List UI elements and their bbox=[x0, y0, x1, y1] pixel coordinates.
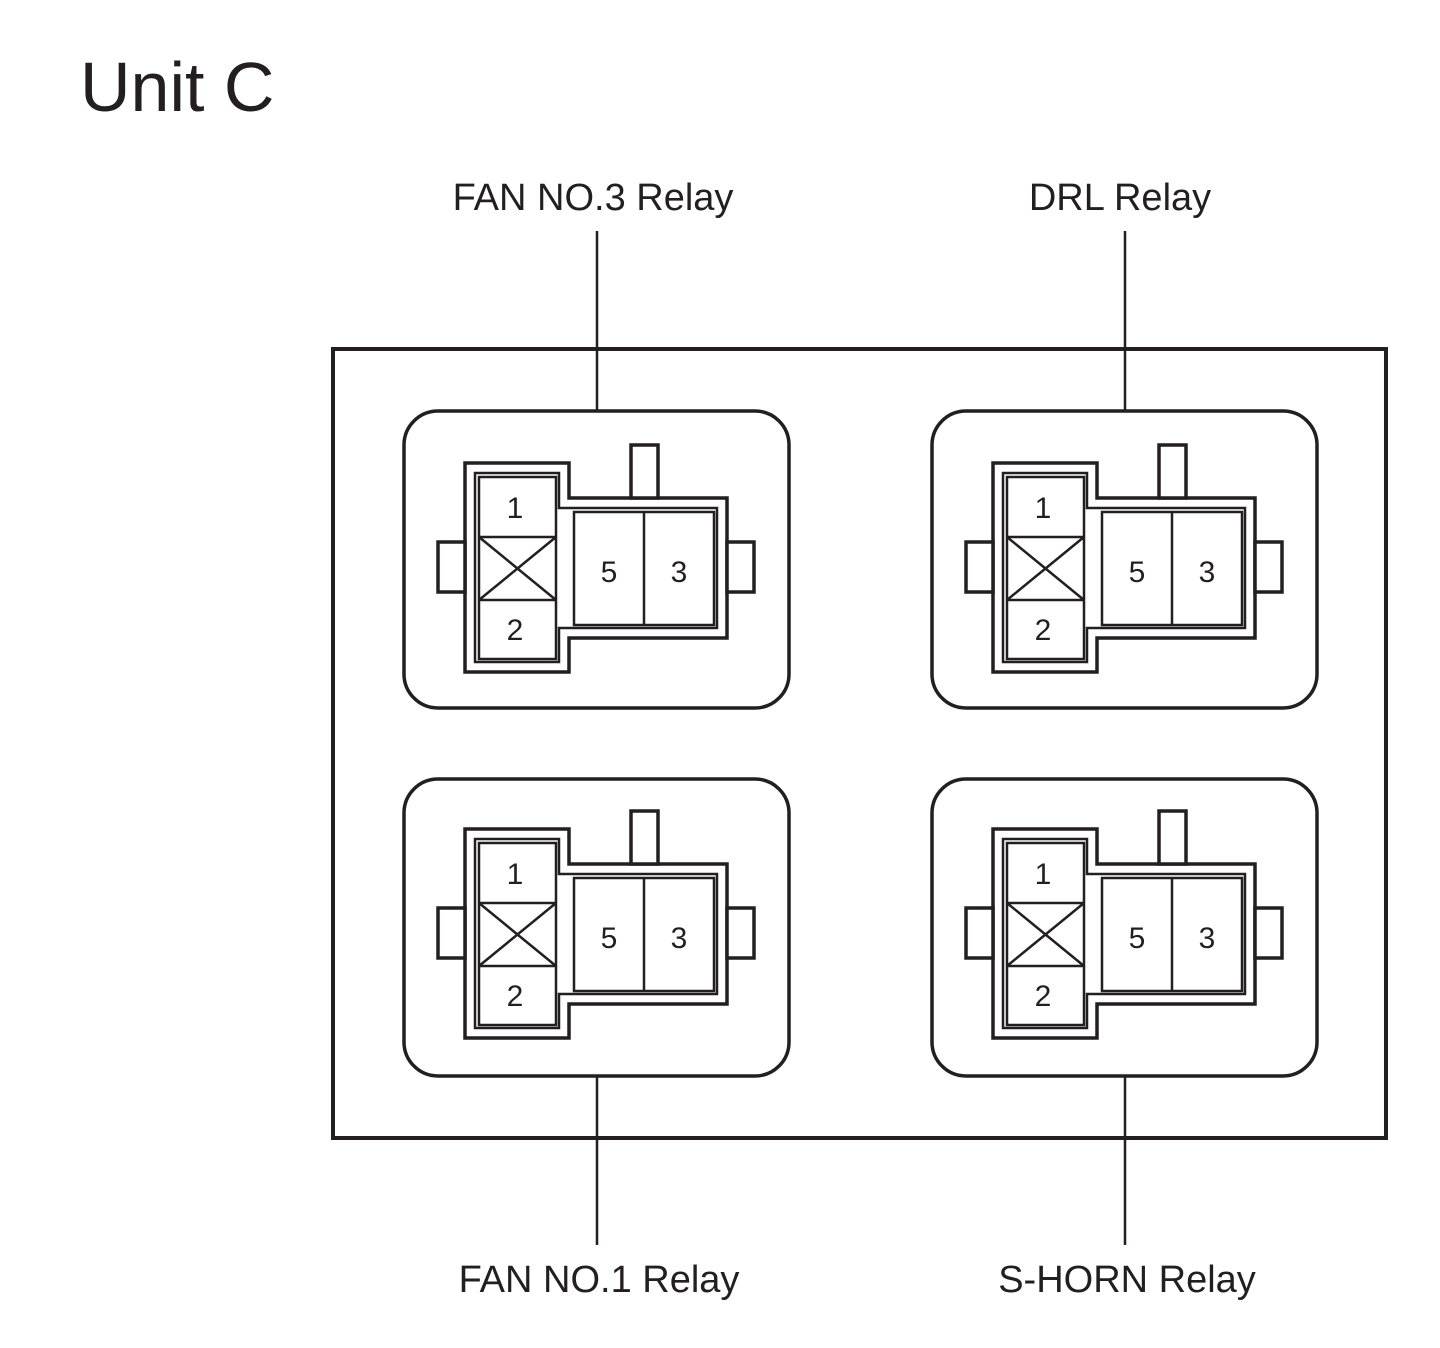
connector-outline bbox=[991, 827, 1257, 1040]
left-side-tab bbox=[964, 540, 995, 594]
left-side-tab bbox=[964, 906, 995, 960]
connector-outline bbox=[463, 827, 729, 1040]
right-side-tab bbox=[725, 540, 756, 594]
relay-label-s-horn: S-HORN Relay bbox=[998, 1259, 1256, 1301]
terminal-column-left bbox=[1005, 841, 1086, 1027]
relay-socket-drl: 1 2 5 3 bbox=[930, 409, 1319, 710]
top-lock-tab bbox=[629, 443, 660, 500]
terminal-3-label: 3 bbox=[1199, 556, 1216, 589]
relay-socket-s-horn: 1 2 5 3 bbox=[930, 777, 1319, 1078]
right-side-tab bbox=[1253, 906, 1284, 960]
socket-housing bbox=[402, 777, 791, 1078]
empty-cavity-cross bbox=[1006, 536, 1085, 601]
relay-block-outline bbox=[331, 347, 1388, 1140]
terminal-1-label: 1 bbox=[1035, 492, 1052, 525]
terminal-5-label: 5 bbox=[1129, 556, 1146, 589]
terminal-2-label: 2 bbox=[507, 614, 524, 647]
right-side-tab bbox=[725, 906, 756, 960]
top-lock-tab bbox=[629, 809, 660, 866]
terminal-5-label: 5 bbox=[601, 922, 618, 955]
connector-inner-outline bbox=[473, 837, 719, 1030]
terminal-2-label: 2 bbox=[1035, 980, 1052, 1013]
top-lock-tab bbox=[1157, 443, 1188, 500]
top-lock-tab bbox=[1157, 809, 1188, 866]
terminal-2-label: 2 bbox=[1035, 614, 1052, 647]
terminal-1-label: 1 bbox=[507, 492, 524, 525]
empty-cavity-cross bbox=[478, 536, 557, 601]
terminal-5-label: 5 bbox=[1129, 922, 1146, 955]
terminal-3-label: 3 bbox=[1199, 922, 1216, 955]
left-side-tab bbox=[436, 906, 467, 960]
socket-housing bbox=[930, 409, 1319, 710]
connector-outline bbox=[463, 461, 729, 674]
relay-label-drl: DRL Relay bbox=[1029, 177, 1211, 219]
connector-outline bbox=[991, 461, 1257, 674]
relay-socket-fan-no3: 1 2 5 3 bbox=[402, 409, 791, 710]
terminal-2-label: 2 bbox=[507, 980, 524, 1013]
connector-inner-outline bbox=[1001, 471, 1247, 664]
socket-housing bbox=[930, 777, 1319, 1078]
terminal-5-label: 5 bbox=[601, 556, 618, 589]
relay-socket-fan-no1: 1 2 5 3 bbox=[402, 777, 791, 1078]
relay-label-fan-no3: FAN NO.3 Relay bbox=[453, 177, 734, 219]
terminal-1-label: 1 bbox=[1035, 858, 1052, 891]
right-side-tab bbox=[1253, 540, 1284, 594]
connector-inner-outline bbox=[473, 471, 719, 664]
terminal-column-left bbox=[1005, 475, 1086, 661]
empty-cavity-cross bbox=[1006, 902, 1085, 967]
terminal-3-label: 3 bbox=[671, 556, 688, 589]
connector-inner-outline bbox=[1001, 837, 1247, 1030]
terminal-1-label: 1 bbox=[507, 858, 524, 891]
terminal-column-left bbox=[477, 841, 558, 1027]
terminal-3-label: 3 bbox=[671, 922, 688, 955]
page-title: Unit C bbox=[80, 48, 275, 126]
terminal-column-left bbox=[477, 475, 558, 661]
empty-cavity-cross bbox=[478, 902, 557, 967]
left-side-tab bbox=[436, 540, 467, 594]
socket-housing bbox=[402, 409, 791, 710]
relay-label-fan-no1: FAN NO.1 Relay bbox=[459, 1259, 740, 1301]
